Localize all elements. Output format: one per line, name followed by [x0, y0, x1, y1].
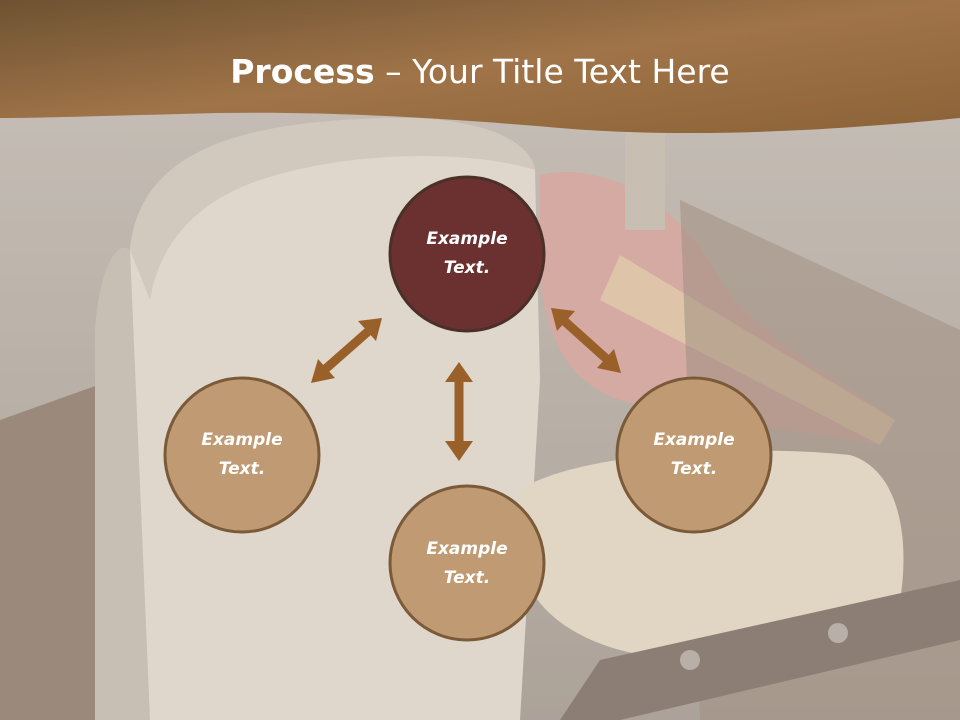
node-right-text: Example Text.	[614, 426, 774, 484]
slide-title: Process – Your Title Text Here	[0, 52, 960, 91]
node-left-text: Example Text.	[162, 426, 322, 484]
node-right-line2: Text.	[670, 459, 718, 479]
node-right-line1: Example	[653, 430, 735, 450]
node-bottom-line2: Text.	[443, 568, 491, 588]
node-circle-right	[615, 376, 773, 534]
node-top-line2: Text.	[443, 258, 491, 278]
node-circle-left	[163, 376, 321, 534]
node-left-line2: Text.	[218, 459, 266, 479]
node-left-line1: Example	[201, 430, 283, 450]
title-bold: Process	[230, 52, 375, 91]
node-circle-bottom	[388, 484, 546, 642]
title-rest: – Your Title Text Here	[374, 52, 730, 91]
node-top-text: Example Text.	[387, 225, 547, 283]
diagram-arrows	[311, 308, 621, 461]
node-bottom-text: Example Text.	[387, 535, 547, 593]
header-band	[0, 0, 960, 134]
node-bottom-line1: Example	[426, 539, 508, 559]
arrow-top-bottom	[445, 362, 473, 461]
arrow-top-right	[551, 308, 621, 373]
node-circle-top	[388, 175, 546, 333]
node-top-line1: Example	[426, 229, 508, 249]
arrow-top-left	[311, 318, 382, 383]
